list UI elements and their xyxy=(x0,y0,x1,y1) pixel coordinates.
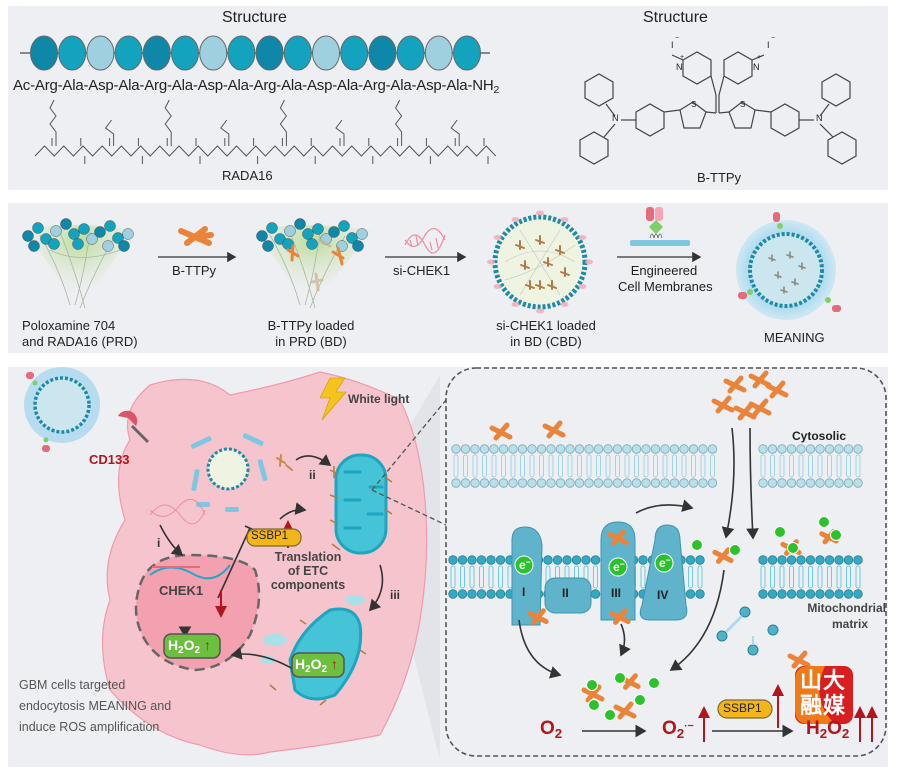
arrow-3-label-line1: Engineered xyxy=(630,263,698,278)
sulfur-right: S xyxy=(740,100,746,109)
bttpy-label: B-TTPy xyxy=(697,170,742,185)
matrix-label-line2: matrix xyxy=(831,617,868,631)
step-2-label-line2: in PRD (BD) xyxy=(275,334,347,349)
electron-label-iv: e− xyxy=(659,555,671,571)
watermark-text: 山大融媒 xyxy=(800,668,847,718)
translation-label-line2: of ETC xyxy=(287,564,329,578)
h2o2-label-mito: H2O2 ↑ xyxy=(295,656,338,675)
rada16-label: RADA16 xyxy=(222,168,273,183)
matrix-label-line1: Mitochondrial xyxy=(807,601,886,615)
charge-minus-left: − xyxy=(675,35,680,42)
peptide-sequence-text: Ac-Arg-Ala-Asp-Ala-Arg-Ala-Asp-Ala-Arg-A… xyxy=(13,77,494,94)
step-1-label-line1: Poloxamine 704 xyxy=(22,318,116,333)
mitochondrial-matrix-label: Mitochondrial matrix xyxy=(786,600,886,632)
step-1-label-line2: and RADA16 (PRD) xyxy=(22,334,138,349)
structure-panel xyxy=(8,6,888,190)
amine-nitrogen-right: N xyxy=(816,113,823,123)
peptide-sequence-subscript: 2 xyxy=(493,84,500,97)
complex-iv-label: IV xyxy=(657,588,669,602)
charge-plus-right: + xyxy=(757,54,762,61)
iodide-right: I xyxy=(767,40,770,50)
h2o2-label-nucleus: H2O2 ↑ xyxy=(168,637,211,656)
pathway-iii-label: iii xyxy=(390,588,401,602)
h2o2-label-inset: H2O2 xyxy=(806,718,850,741)
complex-iii-label: III xyxy=(611,586,622,600)
caption-line1: GBM cells targeted xyxy=(19,678,126,692)
mechanism-caption: GBM cells targeted endocytosis MEANING an… xyxy=(19,675,171,738)
iodide-left: I xyxy=(671,40,674,50)
amine-nitrogen-left: N xyxy=(612,113,619,123)
ssbp1-label-inset: SSBP1 xyxy=(723,701,762,715)
electron-label-i: e− xyxy=(519,557,531,573)
complex-i-label: I xyxy=(522,585,526,599)
cytosolic-label: Cytosolic xyxy=(792,429,847,443)
white-light-label: White light xyxy=(348,392,410,406)
ssbp1-label: SSBP1 xyxy=(251,530,289,542)
pathway-i-label: i xyxy=(157,536,161,550)
step-4-label: MEANING xyxy=(764,330,825,345)
arrow-1-label: B-TTPy xyxy=(172,263,217,278)
translation-label-line1: Translation xyxy=(274,550,342,564)
cd133-label: CD133 xyxy=(89,452,130,467)
step-3-label-line1: si-CHEK1 loaded xyxy=(496,318,596,333)
charge-plus-left: + xyxy=(680,54,685,61)
peptide-sequence: Ac-Arg-Ala-Asp-Ala-Arg-Ala-Asp-Ala-Arg-A… xyxy=(13,77,499,96)
complex-ii-label: II xyxy=(562,586,569,600)
caption-line3: induce ROS amplification xyxy=(19,720,160,734)
bttpy-structure-title: Structure xyxy=(643,9,708,26)
step-2-label-line1: B-TTPy loaded xyxy=(267,318,355,333)
superoxide-label: O2·− xyxy=(662,718,694,741)
rada16-structure-title: Structure xyxy=(222,9,287,26)
assembly-process-panel xyxy=(8,203,888,353)
pyridinium-nitrogen-left: N xyxy=(676,62,683,72)
electron-label-iii: e− xyxy=(613,559,625,575)
o2-label: O2 xyxy=(540,718,563,741)
sulfur-left: S xyxy=(691,100,697,109)
translation-label-line3: components xyxy=(270,578,346,592)
arrow-3-label-line2: Cell Membranes xyxy=(618,279,713,294)
caption-line2: endocytosis MEANING and xyxy=(19,699,172,713)
step-3-label-line2: in BD (CBD) xyxy=(510,334,582,349)
pathway-ii-label: ii xyxy=(309,468,316,482)
chek1-label: CHEK1 xyxy=(159,583,204,598)
arrow-2-label: si-CHEK1 xyxy=(393,263,451,278)
charge-minus-right: − xyxy=(771,35,776,42)
pyridinium-nitrogen-right: N xyxy=(753,62,760,72)
